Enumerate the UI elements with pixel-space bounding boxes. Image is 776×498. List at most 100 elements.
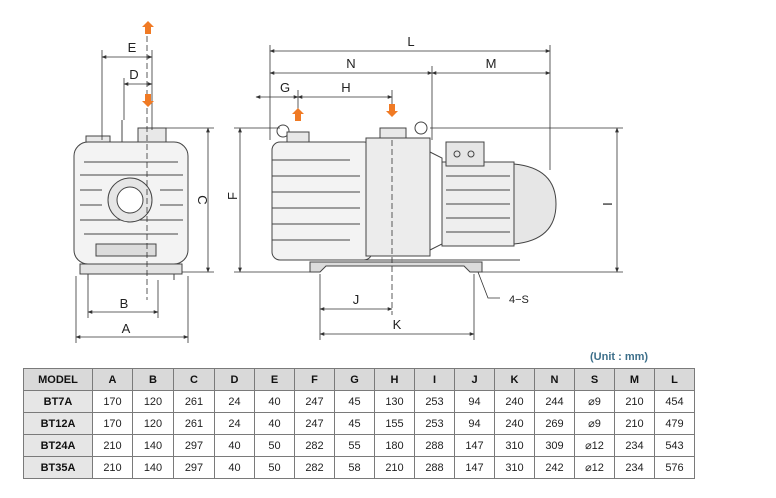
value-cell: 240	[494, 412, 535, 435]
column-header-a: A	[92, 368, 133, 391]
hole-callout: 4−S	[509, 294, 529, 306]
column-header-h: H	[374, 368, 415, 391]
column-header-b: B	[132, 368, 174, 391]
dim-label-d: D	[129, 67, 138, 82]
value-cell: 234	[614, 434, 655, 457]
value-cell: 45	[334, 412, 375, 435]
value-cell: 288	[414, 434, 455, 457]
value-cell: 147	[454, 456, 495, 479]
value-cell: ⌀12	[574, 434, 615, 457]
unit-note: (Unit : mm)	[590, 351, 649, 363]
value-cell: 155	[374, 412, 415, 435]
model-cell: BT7A	[23, 390, 93, 413]
column-header-model: MODEL	[23, 368, 93, 391]
value-cell: 253	[414, 390, 455, 413]
dim-label-m: M	[486, 56, 497, 71]
dim-label-l: L	[407, 34, 414, 49]
dim-label-n: N	[346, 56, 355, 71]
value-cell: 261	[173, 390, 215, 413]
arrow-down-icon	[142, 94, 154, 107]
dim-label-j: J	[353, 292, 360, 307]
dim-label-h: H	[341, 80, 350, 95]
column-header-e: E	[254, 368, 295, 391]
value-cell: 40	[254, 390, 295, 413]
value-cell: 543	[654, 434, 695, 457]
front-view	[73, 120, 189, 280]
value-cell: 140	[132, 456, 174, 479]
side-view	[271, 121, 557, 273]
value-cell: 309	[534, 434, 575, 457]
arrow-up-icon	[142, 21, 154, 34]
arrow-up-icon	[292, 108, 304, 121]
flow-arrows	[142, 21, 398, 121]
value-cell: 45	[334, 390, 375, 413]
value-cell: 261	[173, 412, 215, 435]
value-cell: 288	[414, 456, 455, 479]
column-header-k: K	[494, 368, 535, 391]
model-cell: BT35A	[23, 456, 93, 479]
value-cell: 253	[414, 412, 455, 435]
column-header-c: C	[173, 368, 215, 391]
dim-label-a: A	[122, 321, 131, 336]
value-cell: 180	[374, 434, 415, 457]
value-cell: 40	[214, 456, 255, 479]
value-cell: 310	[494, 456, 535, 479]
column-header-d: D	[214, 368, 255, 391]
value-cell: 242	[534, 456, 575, 479]
value-cell: 94	[454, 412, 495, 435]
value-cell: 147	[454, 434, 495, 457]
value-cell: 50	[254, 456, 295, 479]
value-cell: 247	[294, 390, 335, 413]
value-cell: 576	[654, 456, 695, 479]
column-header-i: I	[414, 368, 455, 391]
value-cell: 40	[214, 434, 255, 457]
value-cell: 55	[334, 434, 375, 457]
value-cell: 234	[614, 456, 655, 479]
column-header-j: J	[454, 368, 495, 391]
value-cell: 170	[92, 412, 133, 435]
value-cell: 24	[214, 390, 255, 413]
value-cell: ⌀9	[574, 390, 615, 413]
value-cell: 282	[294, 456, 335, 479]
value-cell: 120	[132, 412, 174, 435]
column-header-m: M	[614, 368, 655, 391]
dim-label-b: B	[120, 296, 129, 311]
front-dimensions	[75, 36, 214, 343]
dim-label-c: C	[195, 195, 210, 204]
value-cell: ⌀9	[574, 412, 615, 435]
value-cell: 269	[534, 412, 575, 435]
value-cell: 240	[494, 390, 535, 413]
value-cell: 479	[654, 412, 695, 435]
column-header-l: L	[654, 368, 695, 391]
value-cell: 282	[294, 434, 335, 457]
value-cell: 170	[92, 390, 133, 413]
value-cell: 297	[173, 456, 215, 479]
column-header-f: F	[294, 368, 335, 391]
value-cell: 130	[374, 390, 415, 413]
model-cell: BT12A	[23, 412, 93, 435]
value-cell: 247	[294, 412, 335, 435]
side-dimensions	[234, 45, 623, 340]
value-cell: 297	[173, 434, 215, 457]
model-cell: BT24A	[23, 434, 93, 457]
value-cell: 210	[92, 456, 133, 479]
value-cell: 210	[614, 412, 655, 435]
value-cell: 40	[254, 412, 295, 435]
value-cell: 94	[454, 390, 495, 413]
value-cell: 140	[132, 434, 174, 457]
value-cell: 210	[92, 434, 133, 457]
value-cell: 244	[534, 390, 575, 413]
value-cell: 454	[654, 390, 695, 413]
arrow-down-icon	[386, 104, 398, 117]
dim-label-k: K	[393, 317, 402, 332]
column-header-n: N	[534, 368, 575, 391]
dim-label-f: F	[225, 192, 240, 200]
value-cell: 50	[254, 434, 295, 457]
value-cell: 24	[214, 412, 255, 435]
value-cell: 120	[132, 390, 174, 413]
